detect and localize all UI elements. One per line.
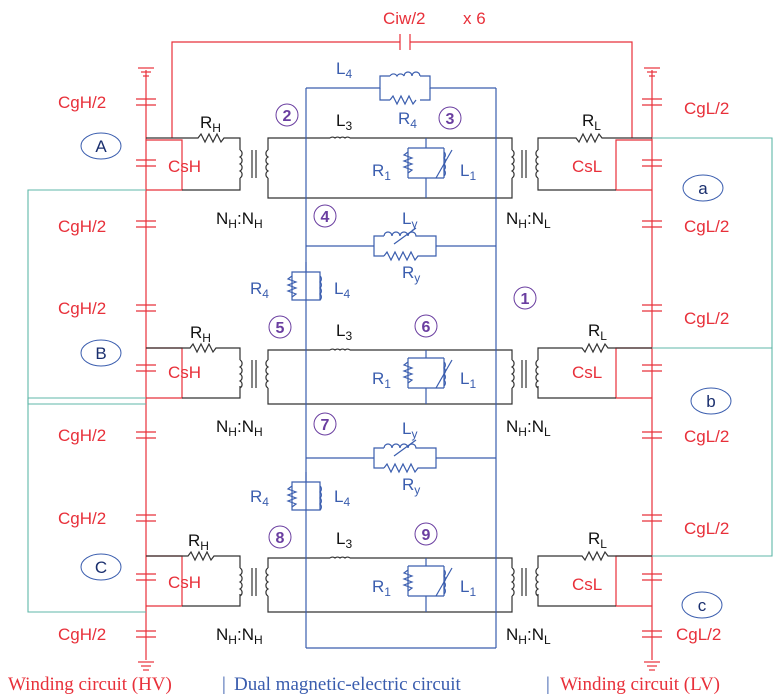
r1-label-2: R1 [372,369,391,391]
node-b: b [706,392,715,411]
section-number-2: 2 [283,108,292,125]
r1-label-1: R1 [372,161,391,183]
nh-ratio-label-3: NH:NH [216,625,263,647]
hv-resistors [146,132,241,607]
l1-label-1: L1 [460,161,476,183]
cgl-label-3: CgL/2 [684,309,729,328]
ry-label-1: Ry [402,263,420,285]
l3-label-1: L3 [336,111,352,133]
cgl-label-6: CgL/2 [676,625,721,644]
section-number-5: 5 [276,320,285,337]
node-A: A [95,137,107,156]
nl-ratio-label-2: NH:NL [506,417,551,439]
cgl-label-4: CgL/2 [684,427,729,446]
cgl-label-1: CgL/2 [684,99,729,118]
hv-capacitor-plates [136,98,156,638]
csl-label-1: CsL [572,157,602,176]
footer-magnetic: Dual magnetic-electric circuit [234,674,462,695]
ry-label-2: Ry [402,475,420,497]
cgh-label-6: CgH/2 [58,625,106,644]
lv-capacitor-plates [642,98,662,638]
l1-label-3: L1 [460,577,476,599]
node-C: C [95,558,107,577]
l3-label-2: L3 [336,321,352,343]
section-number-9: 9 [422,527,431,544]
rl-label-2: RL [588,321,607,343]
footer-hv: Winding circuit (HV) [8,674,172,695]
rh-label-1: RH [200,113,221,135]
cgh-label-5: CgH/2 [58,509,106,528]
nl-ratio-label-1: NH:NL [506,209,551,231]
l4-label-left-1: L4 [334,279,350,301]
cgh-label-3: CgH/2 [58,299,106,318]
section-number-7: 7 [321,417,330,434]
rl-label-1: RL [582,111,601,133]
nl-ratio-label-3: NH:NL [506,625,551,647]
footer-lv: Winding circuit (LV) [560,674,720,695]
cgl-label-5: CgL/2 [684,519,729,538]
interwinding-capacitor: Ciw/2 x 6 [171,9,633,138]
lv-winding-circuit [615,67,662,671]
ly-label-1: Ly [402,209,417,231]
node-B: B [95,344,106,363]
magnetic-labels: L4 R4 L3 L3 L3 R1 L1 R1 L1 R1 L1 Ly Ry L… [250,59,476,599]
footer-sep-1: | [222,674,226,695]
secondary-loops [267,136,513,613]
cgh-label-1: CgH/2 [58,93,106,112]
section-number-8: 8 [276,530,285,547]
r4-label-left-2: R4 [250,487,269,509]
l4-top-label: L4 [336,59,352,81]
csh-label-2: CsH [168,363,201,382]
csl-label-2: CsL [572,363,602,382]
cgh-label-4: CgH/2 [58,426,106,445]
node-c: c [698,596,707,615]
ciw-label: Ciw/2 [383,9,426,28]
csl-label-3: CsL [572,575,602,594]
section-numbers: 1 2 3 4 5 6 7 8 9 [268,103,537,549]
csh-label-3: CsH [168,573,201,592]
section-number-4: 4 [321,209,330,226]
l1-label-2: L1 [460,369,476,391]
node-a: a [698,179,708,198]
r4-label-left-1: R4 [250,279,269,301]
rh-label-3: RH [188,531,209,553]
r1-label-3: R1 [372,577,391,599]
r4-top-label: R4 [398,109,417,131]
cgh-label-2: CgH/2 [58,217,106,236]
rl-label-3: RL [588,529,607,551]
rh-label-2: RH [190,323,211,345]
lv-resistors [537,132,652,607]
ly-label-2: Ly [402,419,417,441]
hv-labels: CgH/2 CsH CgH/2 CgH/2 CsH CgH/2 CgH/2 Cs… [58,93,263,647]
csh-label-1: CsH [168,157,201,176]
l4-label-left-2: L4 [334,487,350,509]
phase-nodes: A B C a b c [80,132,732,619]
section-number-1: 1 [521,291,530,308]
times-six-label: x 6 [463,9,486,28]
lv-labels: CgL/2 CsL CgL/2 CgL/2 CsL CgL/2 CgL/2 Cs… [506,99,729,647]
section-number-3: 3 [446,111,455,128]
cgl-label-2: CgL/2 [684,217,729,236]
footer-caption: Winding circuit (HV) | Dual magnetic-ele… [8,674,720,695]
phase-connections [27,137,773,613]
nh-ratio-label-2: NH:NH [216,417,263,439]
footer-sep-2: | [546,674,550,695]
magnetic-circuit [286,71,497,649]
nh-ratio-label-1: NH:NH [216,209,263,231]
transformers [238,149,540,597]
section-number-6: 6 [422,319,431,336]
l3-label-3: L3 [336,529,352,551]
